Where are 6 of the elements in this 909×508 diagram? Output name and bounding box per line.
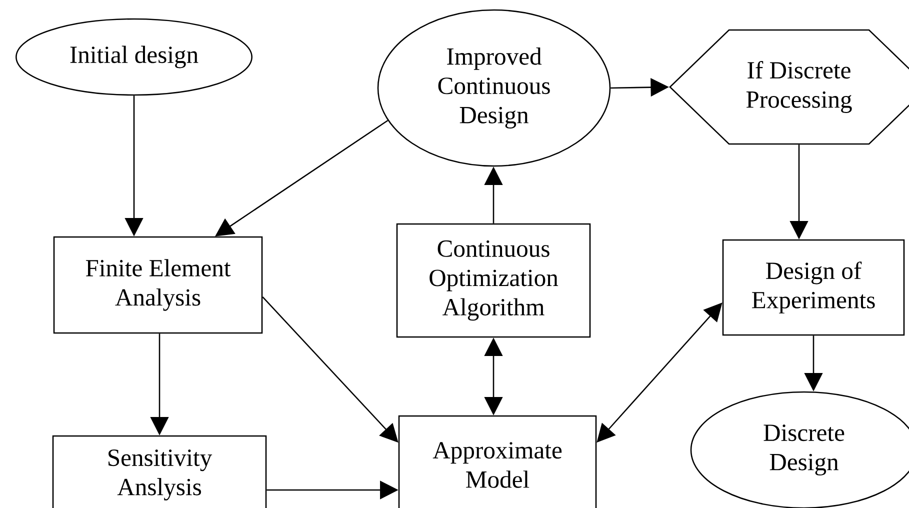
process-box: Approximate Model xyxy=(398,415,597,508)
process-box: Design of Experiments xyxy=(722,239,905,336)
process-box: Finite Element Analysis xyxy=(53,236,263,334)
process-box: Sensitivity Anslysis xyxy=(52,435,267,508)
process-box: Continuous Optimization Algorithm xyxy=(396,223,591,338)
decision-hexagon: If Discrete Processing xyxy=(669,29,909,145)
